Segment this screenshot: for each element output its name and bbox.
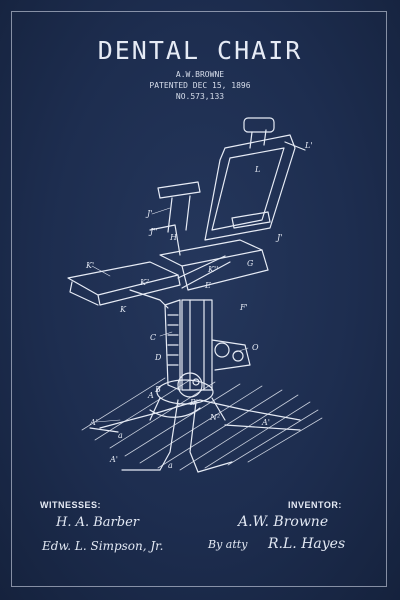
label-N: N² (209, 413, 220, 422)
inventor-name: A.W.BROWNE (175, 70, 225, 79)
label-A-prime-3: A' (109, 455, 118, 464)
chair-backrest (204, 117, 306, 241)
chair-footrest (67, 255, 231, 309)
label-J-prime: J' (275, 233, 282, 242)
label-B: B (154, 385, 161, 394)
label-G: G (247, 259, 254, 268)
label-a: a (118, 431, 123, 440)
label-F: F' (239, 303, 248, 312)
label-L-prime: L' (304, 141, 313, 150)
label-J: J' (145, 209, 152, 218)
label-B-prime: B' (189, 398, 198, 407)
label-K-prime: K' (85, 261, 94, 270)
label-K2: K² (139, 278, 149, 287)
label-J-double: J'' (148, 227, 158, 236)
label-E: E (204, 281, 211, 290)
poster-border (11, 11, 387, 587)
by-attorney-signature: By atty (208, 538, 248, 551)
chair-seat (149, 181, 271, 291)
label-O: O (252, 343, 259, 352)
label-C: C (150, 333, 156, 342)
floor-hatching (81, 377, 323, 471)
label-K-double: K'' (207, 265, 218, 274)
witness-signature-1: H. A. Barber (56, 515, 140, 530)
witness-signature-2: Edw. L. Simpson, Jr. (42, 539, 164, 553)
attorney-signature: R.L. Hayes (268, 536, 346, 552)
label-A-prime-2: A' (261, 418, 270, 427)
poster-title: DENTAL CHAIR (97, 36, 303, 65)
leader-lines (91, 207, 249, 423)
label-A: A (147, 391, 154, 400)
patent-number: NO.573,133 (175, 92, 225, 101)
label-D: D (154, 353, 162, 362)
label-a-2: a (168, 461, 173, 470)
patent-date: PATENTED DEC 15, 1896 (149, 81, 251, 90)
figure-labels: L L' J' J' J'' H K' K² K K'' G E F' C O … (85, 141, 313, 470)
label-A-prime: A' (89, 418, 98, 427)
inventor-signature: A.W. Browne (238, 514, 329, 530)
chair-pedestal (164, 299, 251, 398)
inventor-label: INVENTOR: (288, 500, 342, 510)
witnesses-label: WITNESSES: (40, 500, 102, 510)
chair-base (89, 379, 301, 473)
label-K: K (119, 305, 127, 314)
label-H: H (169, 233, 178, 242)
label-L: L (254, 165, 260, 174)
